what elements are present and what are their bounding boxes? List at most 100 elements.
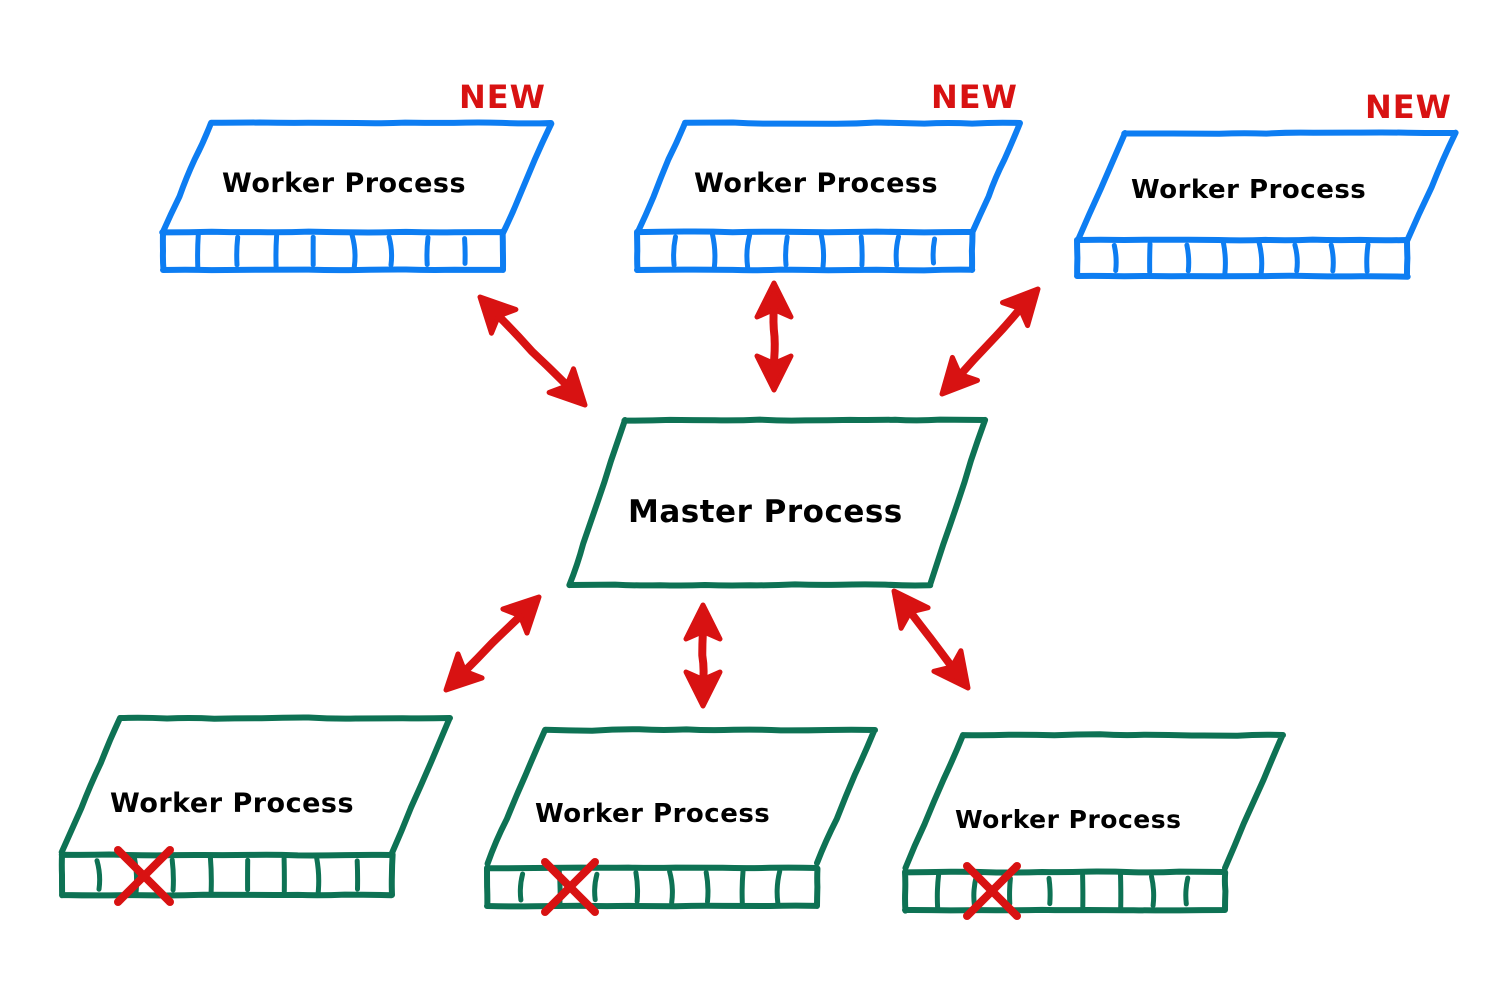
arrow-shaft xyxy=(954,302,1026,382)
node-parallelogram xyxy=(902,731,1286,872)
arrow-head-start xyxy=(754,353,794,393)
slot-divider xyxy=(744,232,753,270)
slot-divider xyxy=(1149,873,1157,909)
slot-divider xyxy=(703,869,711,905)
slot-divider xyxy=(1007,875,1013,907)
arrow-head-start xyxy=(546,366,588,408)
worker-slot-bar[interactable] xyxy=(902,868,1229,914)
arrow-shaft xyxy=(905,606,958,673)
master-to-new-worker-right xyxy=(939,286,1041,397)
slot-bar-outline xyxy=(58,851,396,899)
worker-slot-bar[interactable] xyxy=(483,864,821,910)
node-label: Worker Process xyxy=(222,168,466,199)
slot-divider xyxy=(1183,875,1191,907)
crossed-out-mark xyxy=(963,862,1021,920)
slot-divider xyxy=(94,858,103,892)
slot-bar-outline xyxy=(902,868,1229,914)
slot-divider xyxy=(314,855,322,895)
node-label: Worker Process xyxy=(955,805,1182,834)
slot-divider xyxy=(1184,242,1192,274)
slot-divider xyxy=(667,869,675,905)
slot-divider xyxy=(818,232,827,270)
worker-slot-bar[interactable] xyxy=(58,851,396,899)
slot-divider xyxy=(517,871,526,903)
new-badge: NEW xyxy=(459,78,546,116)
slot-bar-outline xyxy=(159,228,507,274)
slot-divider xyxy=(709,231,718,271)
crossed-out-mark xyxy=(114,846,174,906)
node-label: Worker Process xyxy=(110,788,354,819)
node-parallelogram xyxy=(566,416,989,589)
node-parallelogram xyxy=(1074,129,1459,245)
slot-divider xyxy=(1328,242,1336,274)
worker-slot-bar[interactable] xyxy=(634,228,976,274)
worker-slot-bar[interactable] xyxy=(159,228,507,274)
arrow-head-end xyxy=(443,651,485,693)
node-parallelogram xyxy=(58,714,453,856)
slot-divider xyxy=(1292,242,1300,274)
slot-divider xyxy=(424,235,431,267)
slot-divider xyxy=(774,868,783,906)
slot-divider xyxy=(930,236,938,266)
slot-divider xyxy=(1220,240,1228,276)
master-to-new-worker-left xyxy=(477,294,588,408)
arrow-head-end xyxy=(683,669,723,709)
arrows-layer xyxy=(443,280,1041,709)
arrow-head-start xyxy=(500,594,542,636)
master-to-old-worker-center xyxy=(683,602,723,709)
slot-divider xyxy=(1364,242,1371,274)
new-badge: NEW xyxy=(1365,88,1452,126)
slot-divider xyxy=(207,855,214,895)
slot-divider xyxy=(858,234,865,268)
slot-divider xyxy=(169,857,176,893)
slot-divider xyxy=(273,233,280,269)
arrow-head-start xyxy=(891,588,931,631)
old-worker-node[interactable]: Worker Process xyxy=(58,714,453,906)
slot-divider xyxy=(893,234,901,268)
old-worker-node[interactable]: Worker Process xyxy=(483,726,878,916)
slot-divider xyxy=(633,870,641,904)
slot-bar-outline xyxy=(483,864,821,910)
slot-divider xyxy=(234,234,241,268)
slot-divider xyxy=(934,872,942,910)
arrow-head-start xyxy=(939,354,980,397)
node-parallelogram xyxy=(159,119,555,236)
arrow-head-end xyxy=(754,280,794,320)
node-label: Worker Process xyxy=(535,799,770,829)
arrow-head-end xyxy=(1000,286,1041,329)
node-parallelogram xyxy=(634,119,1023,237)
arrow-shaft xyxy=(769,303,779,370)
slot-divider xyxy=(349,232,358,270)
new-worker-node[interactable]: Worker Process NEW xyxy=(159,78,555,274)
master-to-old-worker-right xyxy=(891,588,971,691)
slot-divider xyxy=(195,232,201,270)
slot-divider xyxy=(783,234,790,268)
old-worker-node[interactable]: Worker Process xyxy=(902,731,1286,920)
node-label: Master Process xyxy=(628,494,903,530)
arrow-head-end xyxy=(931,648,971,691)
slot-divider xyxy=(739,869,746,905)
arrow-shaft xyxy=(492,310,573,392)
slot-divider xyxy=(386,234,395,268)
worker-slot-bar[interactable] xyxy=(1074,236,1411,280)
slot-bar-outline xyxy=(634,228,976,274)
master-to-old-worker-left xyxy=(443,594,542,693)
slot-divider xyxy=(1111,242,1119,274)
master-process-node[interactable]: Master Process xyxy=(566,416,989,589)
arrow-shaft xyxy=(698,624,708,686)
slot-divider xyxy=(462,236,468,266)
node-label: Worker Process xyxy=(694,168,938,199)
slot-divider xyxy=(1046,875,1053,907)
slot-divider xyxy=(1256,239,1265,277)
node-parallelogram xyxy=(484,726,878,867)
crossed-out-mark xyxy=(541,858,599,916)
nodes-layer: Worker Process NEW Worker Process NEW Worker… xyxy=(58,78,1459,920)
master-to-new-worker-center xyxy=(754,280,794,393)
slot-bar-outline xyxy=(1074,236,1411,280)
arrow-shaft xyxy=(459,610,526,677)
arrow-head-start xyxy=(683,602,723,642)
